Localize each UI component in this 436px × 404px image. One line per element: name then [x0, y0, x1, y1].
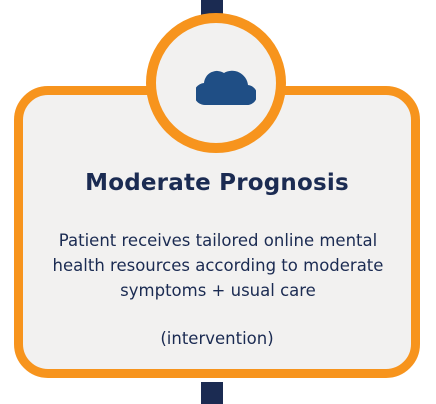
icon-badge — [146, 13, 286, 153]
prognosis-card — [14, 86, 420, 378]
card-title: Moderate Prognosis — [85, 170, 349, 196]
connector-line-bottom — [201, 382, 223, 404]
card-description: Patient receives tailored online mental … — [52, 231, 384, 300]
cloud-icon — [196, 70, 256, 106]
card-note: (intervention) — [160, 329, 274, 348]
